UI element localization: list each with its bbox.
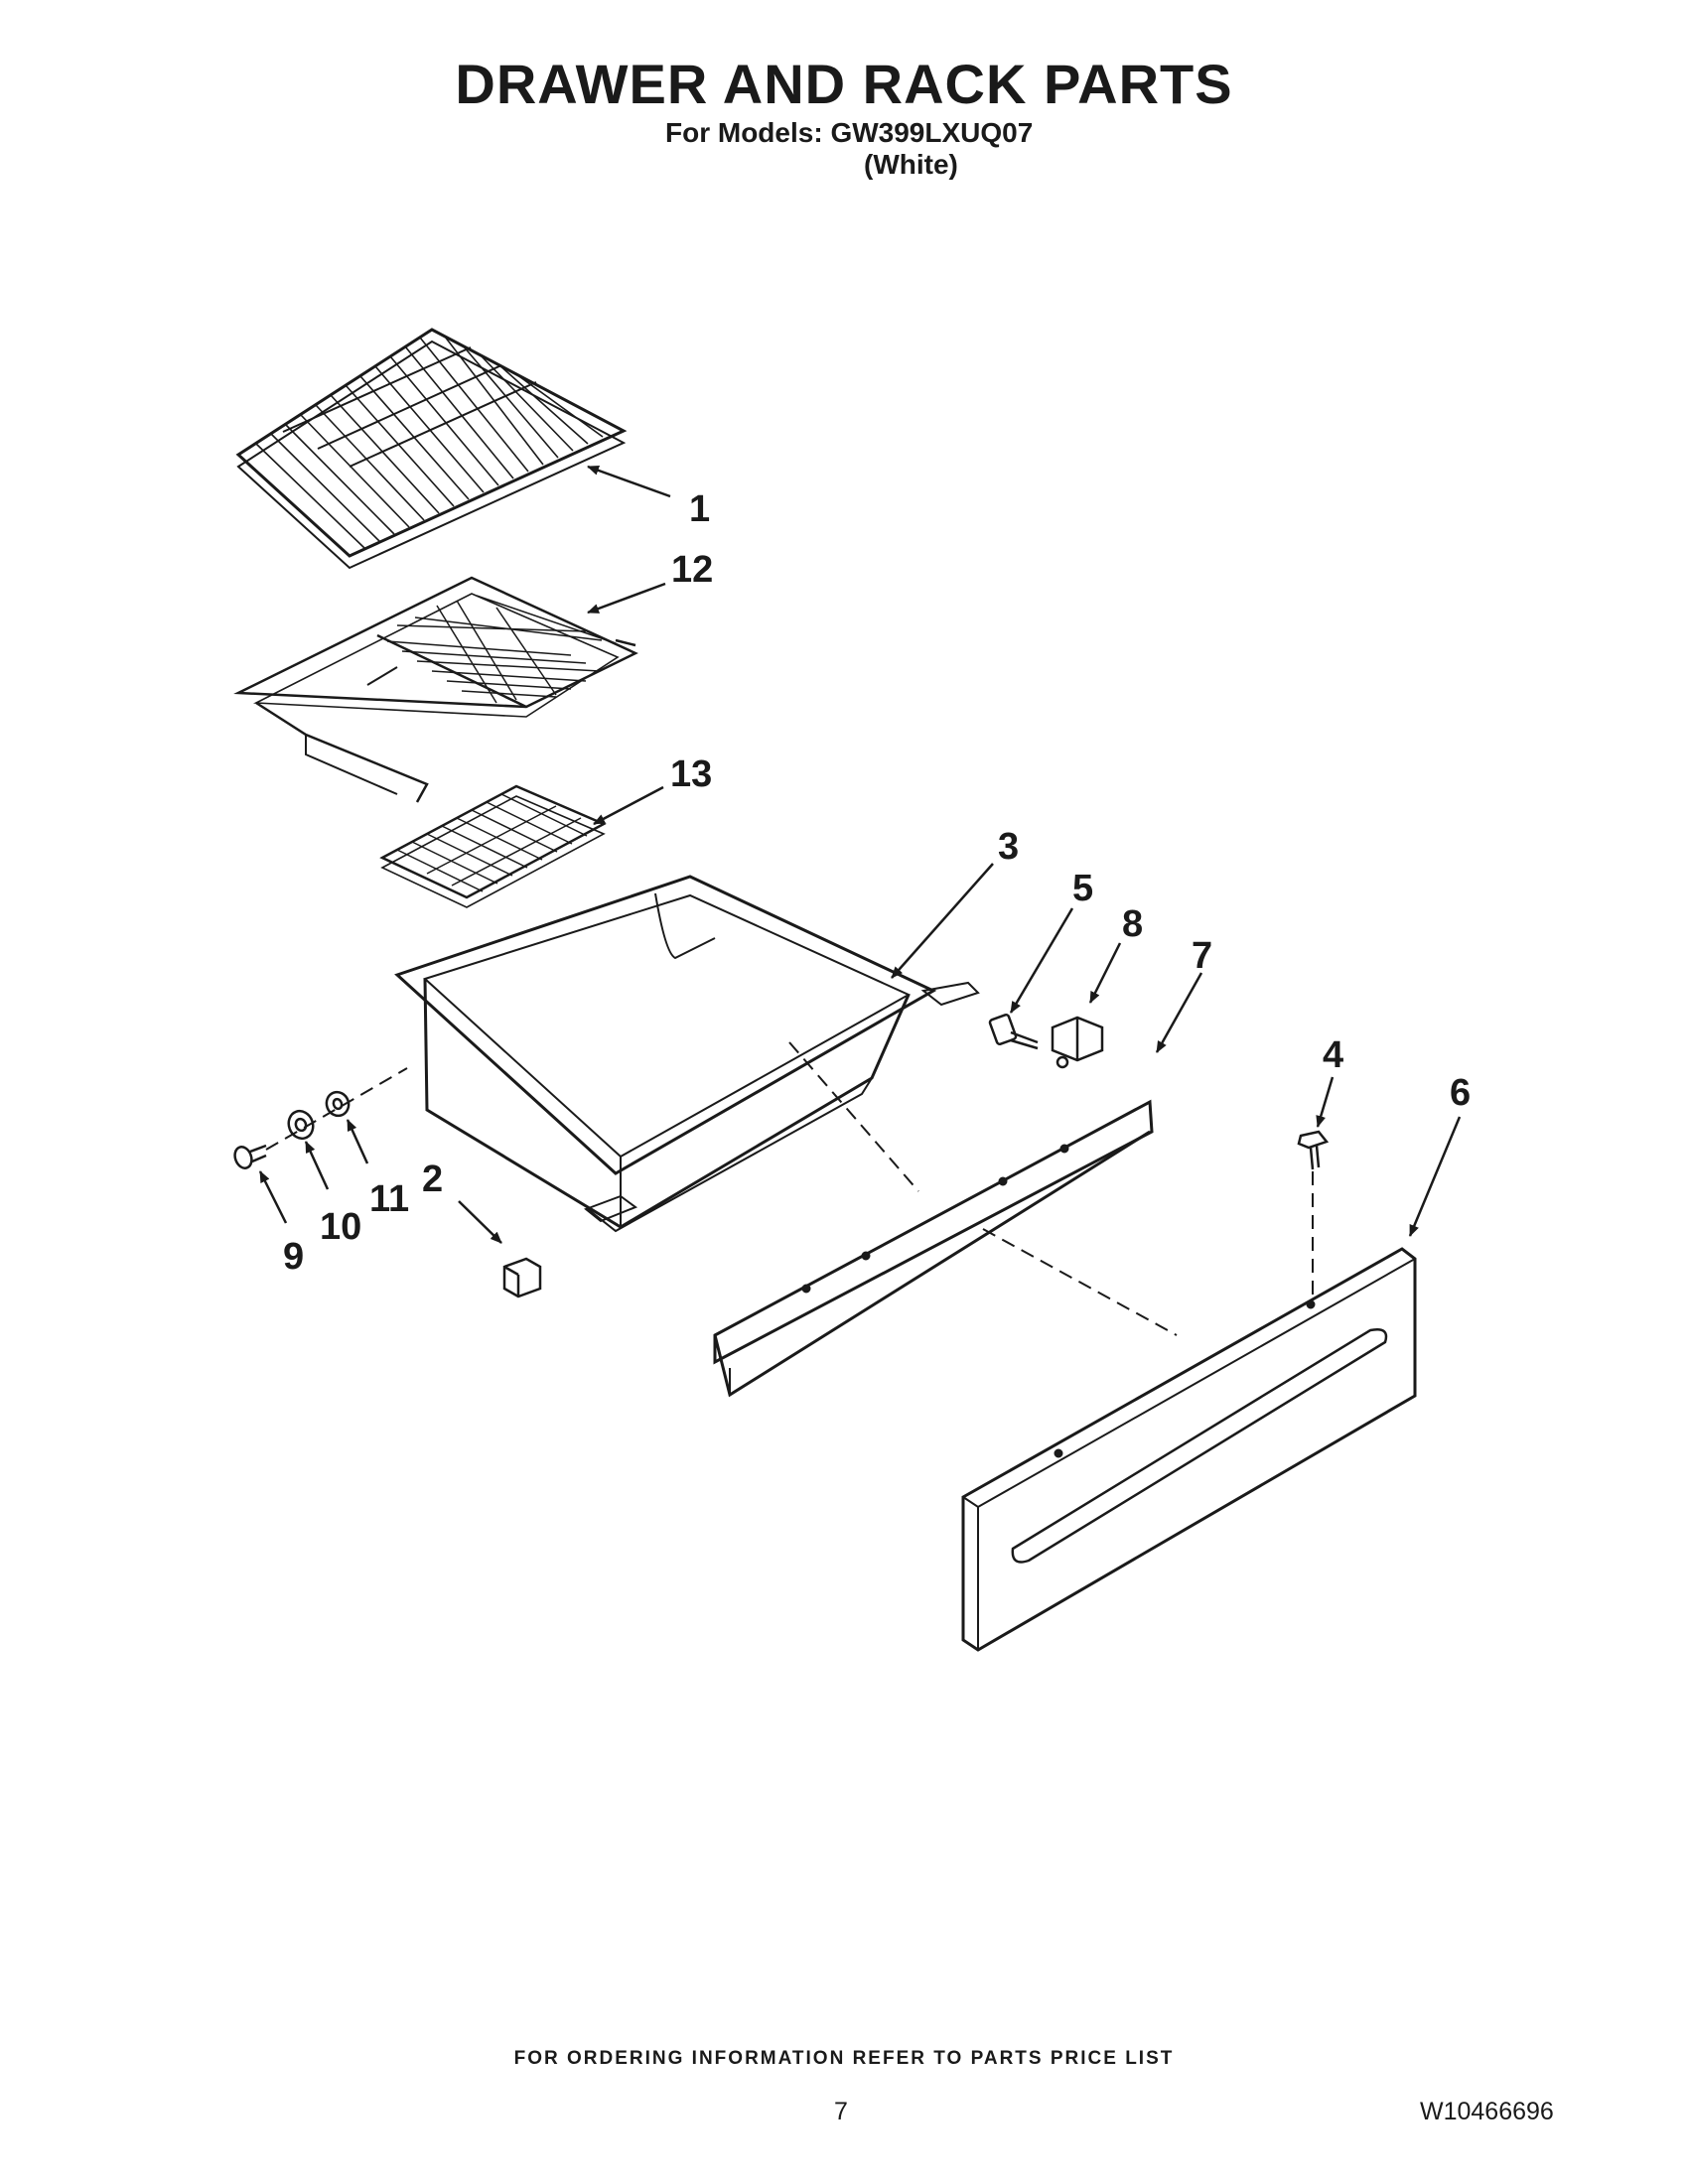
roller-assembly-part [233, 1090, 351, 1169]
assembly-guides [265, 1041, 1314, 1336]
drawer-panel-part [961, 1247, 1417, 1652]
screw-part [988, 1013, 1039, 1050]
panel-screw-part [1297, 1130, 1330, 1170]
models-line: For Models: GW399LXUQ07 [665, 117, 1034, 148]
drawer-pan-part [394, 875, 980, 1233]
callout-4: 4 [1323, 1034, 1343, 1076]
callout-7: 7 [1192, 935, 1212, 977]
page-number: 7 [834, 2098, 848, 2125]
bracket-part [1051, 1016, 1104, 1069]
half-rack-part [233, 576, 638, 803]
callout-11: 11 [369, 1178, 409, 1220]
callout-12: 12 [671, 549, 713, 591]
callout-8: 8 [1122, 903, 1143, 945]
callout-labels: 1 12 13 3 5 8 7 4 6 2 9 10 11 [283, 488, 1471, 1278]
document-number: W10466696 [1420, 2098, 1554, 2125]
bumper-part [502, 1257, 542, 1298]
callout-5: 5 [1072, 868, 1093, 909]
model-variant: (White) [864, 149, 958, 180]
page-title: DRAWER AND RACK PARTS [455, 53, 1233, 115]
callout-9: 9 [283, 1236, 304, 1278]
oven-rack-part [235, 328, 628, 570]
small-rack-part [379, 784, 607, 908]
callout-2: 2 [422, 1159, 443, 1200]
leader-arrows [258, 465, 1462, 1244]
callout-6: 6 [1450, 1072, 1471, 1114]
drawer-front-part [713, 1099, 1154, 1398]
callout-3: 3 [998, 826, 1019, 868]
ordering-info-note: FOR ORDERING INFORMATION REFER TO PARTS … [513, 2048, 1175, 2069]
callout-1: 1 [689, 488, 710, 530]
callout-13: 13 [670, 753, 712, 795]
callout-10: 10 [320, 1206, 361, 1248]
